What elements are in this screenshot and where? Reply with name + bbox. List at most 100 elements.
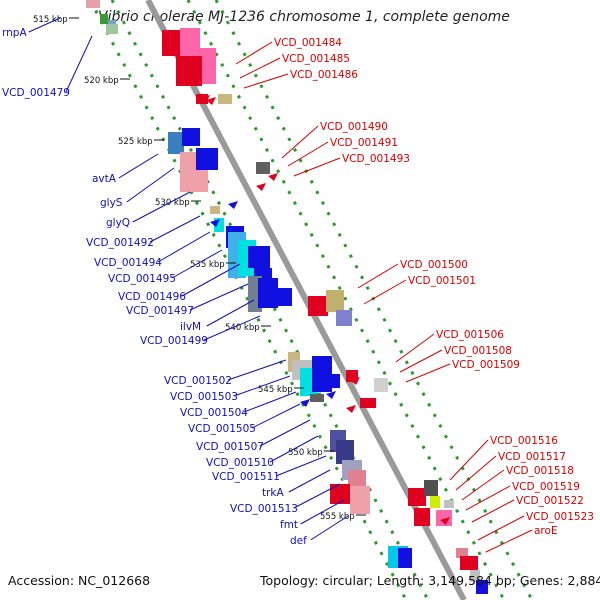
gene-label-vcd_001504: VCD_001504 [180, 407, 248, 419]
gene-label-vcd_001505: VCD_001505 [188, 423, 256, 435]
gene-feature-48 [444, 500, 454, 508]
gene-feature-40 [348, 470, 366, 486]
page-title: Vibrio cholerae MJ-1236 chromosome 1, co… [98, 9, 510, 25]
kbp-tick-label: 545 kbp [258, 385, 293, 395]
leader-line [243, 391, 297, 413]
gene-label-vcd_001507: VCD_001507 [196, 441, 264, 453]
leader-line [288, 469, 331, 493]
gene-label-vcd_001493: VCD_001493 [342, 153, 410, 165]
gene-feature-25 [308, 296, 328, 316]
leader-line [203, 315, 261, 341]
leader-line [171, 249, 223, 279]
leader-line [275, 455, 327, 477]
gene-label-vcd_001506: VCD_001506 [436, 329, 504, 341]
leader-line [281, 125, 319, 159]
leader-line [259, 419, 311, 447]
kbp-tick-label: 530 kbp [155, 198, 190, 208]
gene-label-vcd_001501: VCD_001501 [408, 275, 476, 287]
gene-arrow-5 [210, 219, 220, 227]
leader-line [477, 515, 525, 541]
gene-label-trka: trkA [262, 487, 285, 499]
gene-label-def: def [290, 535, 307, 547]
gene-label-vcd_001495: VCD_001495 [108, 273, 176, 285]
leader-line [461, 469, 505, 501]
gene-label-ilvm: ilvM [180, 321, 201, 333]
gene-feature-47 [436, 510, 452, 526]
gene-feature-24 [256, 162, 270, 174]
leader-line [126, 167, 175, 203]
gene-arrow-3 [256, 183, 266, 191]
gene-label-rnpa: rnpA [2, 27, 27, 39]
gene-feature-10 [168, 132, 184, 154]
gene-label-vcd_001510: VCD_001510 [206, 457, 274, 469]
leader-line [405, 363, 451, 383]
gene-label-vcd_001523: VCD_001523 [526, 511, 594, 523]
leader-line [395, 333, 435, 363]
leader-line [118, 153, 159, 179]
gene-feature-4 [162, 30, 180, 56]
leader-line [65, 35, 93, 93]
kbp-tick-label: 525 kbp [118, 137, 153, 147]
leader-line [235, 41, 273, 65]
gene-feature-23 [270, 288, 292, 306]
kbp-tick-label: 555 kbp [320, 512, 355, 522]
gene-feature-52 [460, 556, 478, 570]
gene-label-vcd_001517: VCD_001517 [498, 451, 566, 463]
ring-outer-right-dots [214, 0, 534, 600]
leader-line [471, 499, 515, 523]
leader-line [293, 483, 341, 509]
kbp-tick-label: 540 kbp [225, 323, 260, 333]
leader-line [287, 141, 329, 167]
gene-feature-14 [210, 206, 220, 214]
gene-feature-42 [330, 484, 350, 504]
gene-feature-38 [336, 440, 354, 464]
leader-line [227, 359, 287, 381]
gene-feature-41 [350, 486, 370, 514]
gene-arrow-10 [300, 399, 310, 407]
leader-line [28, 17, 61, 33]
leader-line [399, 349, 443, 373]
gene-feature-13 [196, 148, 218, 170]
gene-label-vcd_001491: VCD_001491 [330, 137, 398, 149]
gene-label-vcd_001494: VCD_001494 [94, 257, 162, 269]
gene-arrow-2 [268, 173, 278, 181]
gene-label-vcd_001486: VCD_001486 [290, 69, 358, 81]
leader-line [465, 485, 511, 511]
gene-feature-44 [414, 508, 430, 526]
gene-feature-43 [408, 488, 426, 506]
accession-text: Accession: NC_012668 [8, 573, 151, 588]
leader-line [149, 215, 201, 243]
gene-label-vcd_001509: VCD_001509 [452, 359, 520, 371]
gene-label-vcd_001508: VCD_001508 [444, 345, 512, 357]
gene-arrow-9 [326, 391, 336, 399]
gene-arrow-8 [346, 405, 356, 413]
kbp-tick-label: 520 kbp [84, 76, 119, 86]
gene-feature-32 [326, 374, 340, 388]
gene-feature-46 [430, 496, 440, 508]
gene-label-vcd_001490: VCD_001490 [320, 121, 388, 133]
leader-line [269, 435, 319, 463]
kbp-tick-label: 550 kbp [288, 448, 323, 458]
leader-line [293, 157, 341, 177]
leader-line [243, 73, 289, 89]
leader-line [363, 279, 407, 305]
gene-label-fmt: fmt [280, 519, 298, 531]
leader-line [157, 231, 211, 263]
gene-label-aroe: aroE [534, 525, 558, 537]
gene-feature-27 [336, 310, 352, 326]
gene-label-vcd_001496: VCD_001496 [118, 291, 186, 303]
gene-feature-15 [214, 218, 224, 232]
gene-arrow-4 [228, 201, 238, 209]
gene-label-avta: avtA [92, 173, 117, 185]
leader-line [132, 191, 191, 223]
gene-feature-53 [470, 570, 480, 582]
gene-feature-35 [374, 378, 388, 392]
leader-line [455, 455, 497, 491]
gene-label-vcd_001502: VCD_001502 [164, 375, 232, 387]
leader-line [233, 375, 291, 397]
leader-line [485, 529, 533, 553]
gene-arrow-11 [440, 517, 450, 525]
gene-feature-11 [182, 128, 200, 146]
gene-arrow-6 [350, 377, 360, 385]
